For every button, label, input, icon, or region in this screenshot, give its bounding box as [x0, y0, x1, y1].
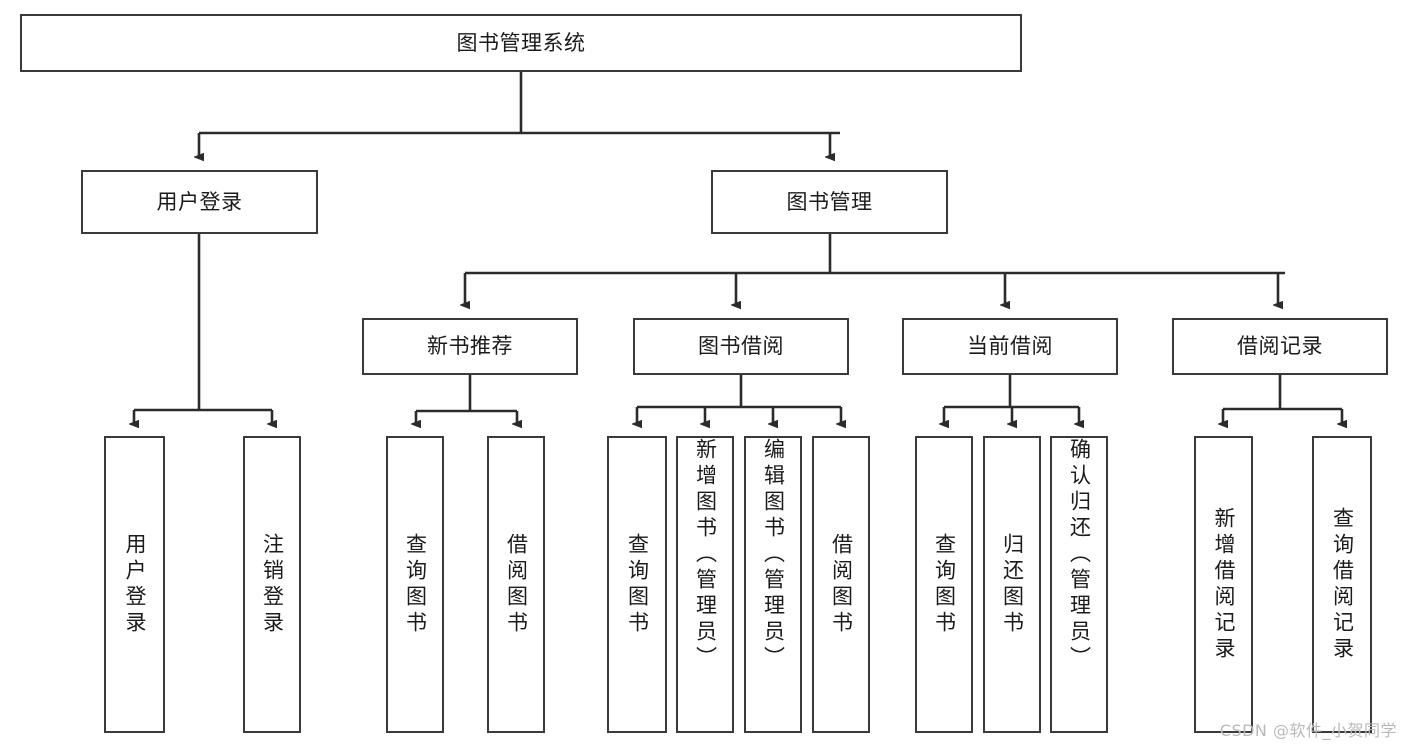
node-leaf-add-borrow-record[interactable]: 新增借阅记录	[1194, 436, 1253, 733]
node-leaf-borrow-book-1-label: 借阅图书	[504, 532, 529, 637]
node-user-login[interactable]: 用户登录	[81, 170, 318, 234]
node-book-management[interactable]: 图书管理	[711, 170, 948, 234]
watermark-text: CSDN @软件_小贺同学	[1219, 721, 1397, 740]
node-book-borrow-label: 图书借阅	[698, 334, 784, 358]
node-leaf-add-borrow-record-label: 新增借阅记录	[1212, 506, 1236, 663]
node-leaf-add-book-admin[interactable]: 新增图书（管理员）	[676, 436, 734, 733]
node-leaf-query-book-3[interactable]: 查询图书	[915, 436, 973, 733]
node-book-borrow[interactable]: 图书借阅	[633, 318, 849, 375]
node-leaf-user-logout[interactable]: 注销登录	[243, 436, 301, 733]
node-root[interactable]: 图书管理系统	[20, 14, 1022, 72]
node-new-book-recommend-label: 新书推荐	[427, 334, 513, 358]
node-leaf-confirm-return-label: 确认归还（管理员）	[1067, 438, 1092, 672]
node-leaf-user-logout-label: 注销登录	[260, 532, 285, 637]
node-leaf-query-book-2[interactable]: 查询图书	[607, 436, 667, 733]
node-leaf-borrow-book-1[interactable]: 借阅图书	[487, 436, 545, 733]
node-leaf-query-book-2-label: 查询图书	[625, 532, 650, 637]
node-user-login-label: 用户登录	[156, 189, 243, 214]
node-leaf-query-book-1-label: 查询图书	[403, 532, 428, 637]
node-leaf-edit-book-admin-label: 编辑图书（管理员）	[761, 438, 786, 672]
node-current-borrow-label: 当前借阅	[967, 334, 1053, 358]
node-leaf-user-login-label: 用户登录	[123, 532, 147, 637]
node-leaf-edit-book-admin[interactable]: 编辑图书（管理员）	[744, 436, 802, 733]
node-leaf-query-borrow-record-label: 查询借阅记录	[1330, 506, 1355, 663]
node-leaf-query-book-3-label: 查询图书	[932, 532, 957, 637]
node-leaf-return-book[interactable]: 归还图书	[983, 436, 1041, 733]
node-new-book-recommend[interactable]: 新书推荐	[362, 318, 578, 375]
node-current-borrow[interactable]: 当前借阅	[902, 318, 1118, 375]
node-leaf-return-book-label: 归还图书	[1000, 532, 1025, 637]
node-leaf-borrow-book-2[interactable]: 借阅图书	[812, 436, 870, 733]
node-leaf-query-book-1[interactable]: 查询图书	[386, 436, 444, 733]
node-leaf-borrow-book-2-label: 借阅图书	[829, 532, 854, 637]
node-root-label: 图书管理系统	[456, 30, 586, 55]
node-leaf-confirm-return[interactable]: 确认归还（管理员）	[1050, 436, 1108, 733]
node-leaf-add-book-admin-label: 新增图书（管理员）	[693, 438, 718, 672]
node-borrow-record[interactable]: 借阅记录	[1172, 318, 1388, 375]
node-leaf-query-borrow-record[interactable]: 查询借阅记录	[1312, 436, 1372, 733]
node-borrow-record-label: 借阅记录	[1237, 334, 1323, 358]
node-book-management-label: 图书管理	[786, 189, 873, 214]
node-leaf-user-login[interactable]: 用户登录	[104, 436, 165, 733]
